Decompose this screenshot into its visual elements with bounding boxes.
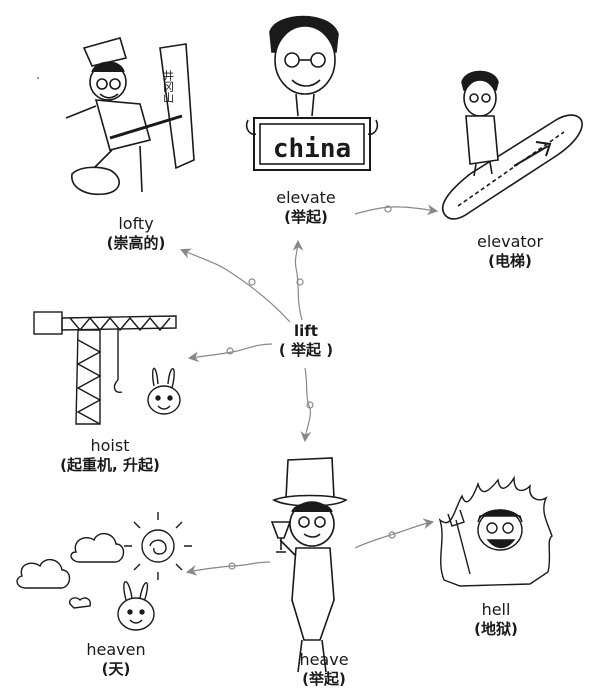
bunny-ears (151, 367, 175, 389)
rock (71, 166, 120, 196)
arrow-to-elevate (292, 239, 304, 321)
node-lofty: lofty (崇高的) (56, 214, 216, 253)
node-elevator-word: elevator (476, 232, 544, 251)
rifle (109, 114, 183, 140)
heave-illustration (270, 457, 348, 673)
arrow-to-hoist (187, 343, 273, 363)
torso (94, 99, 151, 151)
legs (473, 161, 493, 177)
pillar (159, 43, 195, 170)
hell-illustration (438, 475, 553, 587)
elevate-illustration: china (245, 15, 379, 171)
neck (295, 93, 315, 117)
arrow-heave-to-hell (354, 518, 435, 549)
node-heaven: heaven (天) (36, 640, 196, 679)
bunny-ears (123, 581, 149, 603)
arm (65, 105, 97, 119)
node-hell-word: hell (481, 600, 511, 619)
torso (465, 115, 499, 165)
node-hoist-meaning: (起重机, 升起) (60, 456, 160, 474)
cap (82, 37, 128, 67)
hoist-illustration (33, 311, 181, 425)
hair (291, 502, 333, 513)
node-lofty-word: lofty (118, 214, 154, 233)
center-node-lift: lift ( 举起 ) (226, 322, 386, 360)
node-heave-word: heave (299, 650, 349, 669)
node-elevate-word: elevate (276, 188, 336, 207)
escalator-belt (441, 114, 583, 220)
sign-text: china (273, 134, 351, 164)
escalator-arrow (513, 141, 552, 167)
lofty-illustration: 井冈山 (37, 37, 195, 196)
node-elevator: elevator (电梯) (430, 232, 590, 271)
node-hell: hell (地狱) (416, 600, 576, 639)
cloud-1 (70, 533, 125, 563)
crane-tower (75, 329, 101, 425)
center-meaning: ( 举起 ) (278, 340, 334, 359)
bunny-head (117, 597, 155, 631)
hair (91, 61, 125, 73)
legs (297, 639, 327, 673)
node-hell-meaning: (地狱) (474, 620, 518, 638)
node-elevator-meaning: (电梯) (488, 252, 532, 270)
crane-jib (61, 315, 177, 331)
node-lofty-meaning: (崇高的) (106, 234, 166, 252)
node-heaven-word: heaven (86, 640, 146, 659)
node-hoist: hoist (起重机, 升起) (30, 436, 190, 475)
hair (477, 509, 523, 523)
arrow-to-lofty (180, 248, 291, 323)
sun-rays (124, 512, 192, 580)
arm-raised (279, 539, 297, 557)
center-word: lift (294, 322, 318, 340)
bunny-head (147, 385, 181, 415)
top-hat (285, 457, 335, 499)
sign-board (253, 117, 371, 171)
hands (245, 119, 379, 136)
elevator-illustration (441, 70, 583, 220)
wine-glass (270, 521, 292, 553)
pitchfork (447, 509, 471, 575)
node-elevate: elevate (举起) (226, 188, 386, 227)
crane-counterweight (33, 311, 63, 335)
coat (291, 547, 335, 641)
cloud-3 (68, 597, 92, 609)
sun (141, 529, 175, 563)
arrow-heave-to-heaven (185, 561, 271, 576)
arrow-elevate-to-elevator (354, 204, 439, 216)
connector-arrows (180, 204, 439, 576)
node-elevate-meaning: (举起) (284, 208, 328, 226)
cloud-2 (16, 559, 71, 589)
head (463, 79, 497, 117)
node-heave: heave (举起) (244, 650, 404, 689)
crane-hook (113, 379, 123, 394)
pillar-label: 井冈山 (162, 69, 175, 103)
node-heave-meaning: (举起) (302, 670, 346, 688)
node-hoist-word: hoist (90, 436, 130, 455)
leg-right (139, 145, 143, 193)
node-heaven-meaning: (天) (101, 660, 131, 678)
heaven-illustration (16, 512, 192, 631)
